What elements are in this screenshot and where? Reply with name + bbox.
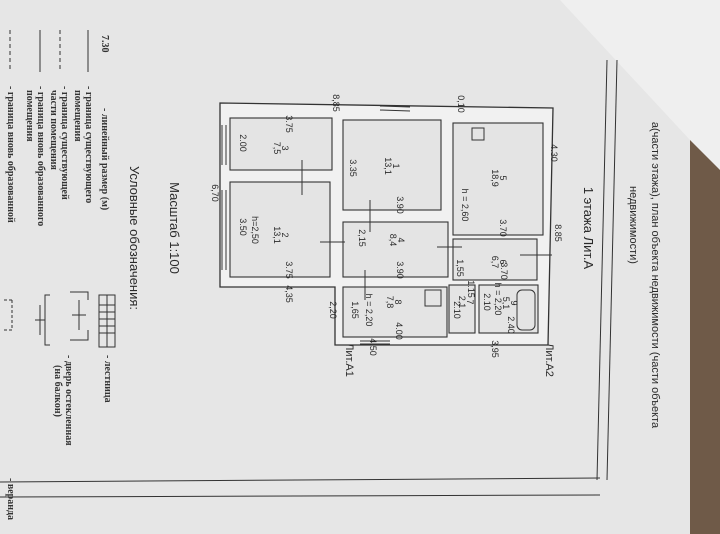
room-8 xyxy=(342,286,448,338)
dimension: 4.00 xyxy=(394,322,404,340)
scale-label: Масштаб 1:100 xyxy=(167,182,182,274)
dimension: 3.75 xyxy=(284,115,294,133)
room-area: 7,8 xyxy=(385,296,395,309)
legend-item: - граница вновь образованной xyxy=(5,86,16,223)
room-area: 13,1 xyxy=(383,157,393,175)
dimension: 4.50 xyxy=(368,338,378,356)
room-area: 7,5 xyxy=(272,142,282,155)
legend-title: Условные обозначения: xyxy=(127,166,142,310)
dimension: 3.70 xyxy=(499,262,509,280)
room-number: 4 xyxy=(396,237,406,242)
room-4 xyxy=(342,221,449,278)
dimension: 2,15 xyxy=(357,229,367,247)
room-number: 3 xyxy=(280,145,290,150)
frame-line xyxy=(596,59,608,481)
legend-item: - граница существующего xyxy=(83,86,94,203)
legend: Масштаб 1:100 Условные обозначения: 7.30… xyxy=(4,30,182,520)
room-7 xyxy=(448,284,476,334)
frame-line xyxy=(0,494,601,498)
dimension: 2,20 xyxy=(328,301,338,319)
dimension: 3.90 xyxy=(395,261,405,279)
glazed-door-symbol xyxy=(70,291,89,341)
document-title: а(части этажа), план объекта недвижимост… xyxy=(649,122,661,429)
dimension: 3.75 xyxy=(284,261,294,279)
legend-item: помещения xyxy=(24,90,35,142)
dimension-labels: 8,85 0,10 3.75 2.00 6,70 3.50 h=2,50 3.7… xyxy=(210,94,563,358)
dimension: 2.10 xyxy=(482,293,492,311)
room-area: 5,1 xyxy=(501,297,511,310)
frame-line xyxy=(606,59,618,481)
dimension: 2.00 xyxy=(238,134,248,152)
room-5 xyxy=(452,122,544,236)
dimension: 2.10 xyxy=(452,301,462,319)
room-9 xyxy=(478,284,539,334)
veranda-symbol xyxy=(4,299,13,331)
door-symbol xyxy=(35,294,50,346)
dimension: 1,55 xyxy=(455,259,465,277)
lit-a1-label: Лит.А1 xyxy=(343,343,355,377)
legend-item: - лестница xyxy=(102,355,113,403)
dimension: 8,85 xyxy=(331,94,341,112)
dimension: h = 2,20 xyxy=(364,294,374,327)
room-number: 1 xyxy=(391,163,401,168)
dimension: 1,65 xyxy=(350,301,360,319)
dimension: 2.40 xyxy=(506,316,516,334)
room-area: 8,4 xyxy=(388,234,398,247)
room-number: 6 xyxy=(498,259,508,264)
legend-item: помещения xyxy=(72,90,83,142)
dimension: 1.15 xyxy=(466,280,476,298)
dimension: 4.30 xyxy=(549,144,559,162)
floor-title: 1 этажа Лит.А xyxy=(581,187,596,270)
room-number: 7 xyxy=(465,299,475,304)
legend-item: - граница вновь образованного xyxy=(35,86,46,226)
room-6 xyxy=(452,238,538,281)
room-number: 5 xyxy=(498,175,508,180)
legend-item: - граница существующей xyxy=(59,86,70,200)
dimension: 3,95 xyxy=(490,340,500,358)
dimension: h = 2,20 xyxy=(493,283,503,316)
legend-item: - линейный размер (м) xyxy=(99,108,110,210)
dimension: 3.70 xyxy=(498,219,508,237)
paper-corner xyxy=(560,0,720,170)
dimension: 8.85 xyxy=(553,224,563,242)
frame-line xyxy=(0,477,601,483)
legend-item: - веранда xyxy=(5,478,16,520)
room-2 xyxy=(229,181,331,278)
dimension: 3.50 xyxy=(238,218,248,236)
legend-item: (на балкон) xyxy=(52,365,63,417)
legend-item: - дверь остекленная xyxy=(63,355,74,446)
dimension: 3.90 xyxy=(395,196,405,214)
room-number: 8 xyxy=(393,299,403,304)
room-labels: 3 7,5 2 13,1 1 13,1 4 8,4 5 18,9 6 6,7 7… xyxy=(272,142,519,310)
dimension: 0,10 xyxy=(456,95,466,113)
dimension: 6,70 xyxy=(210,184,220,202)
dimension: 3.35 xyxy=(348,159,358,177)
lit-a2-label: Лит.А2 xyxy=(543,343,555,377)
dimension: h = 2,60 xyxy=(460,189,470,222)
room-1 xyxy=(342,119,442,211)
room-area: 6,7 xyxy=(490,256,500,269)
legend-sample-dimension: 7.30 xyxy=(99,35,110,53)
stair-steps xyxy=(99,295,115,347)
room-3 xyxy=(229,117,333,171)
room-number: 2 xyxy=(280,232,290,237)
room-area: 18,9 xyxy=(490,169,500,187)
document-title-cont: недвижимости) xyxy=(627,186,639,264)
room-area: 13,1 xyxy=(272,226,282,244)
dimension: h=2,50 xyxy=(250,216,260,244)
windows xyxy=(221,105,552,345)
dimension: 4,35 xyxy=(284,285,294,303)
room-area: 2,1 xyxy=(457,296,467,309)
legend-item: части помещения xyxy=(48,90,59,170)
room-number: 9 xyxy=(509,300,519,305)
